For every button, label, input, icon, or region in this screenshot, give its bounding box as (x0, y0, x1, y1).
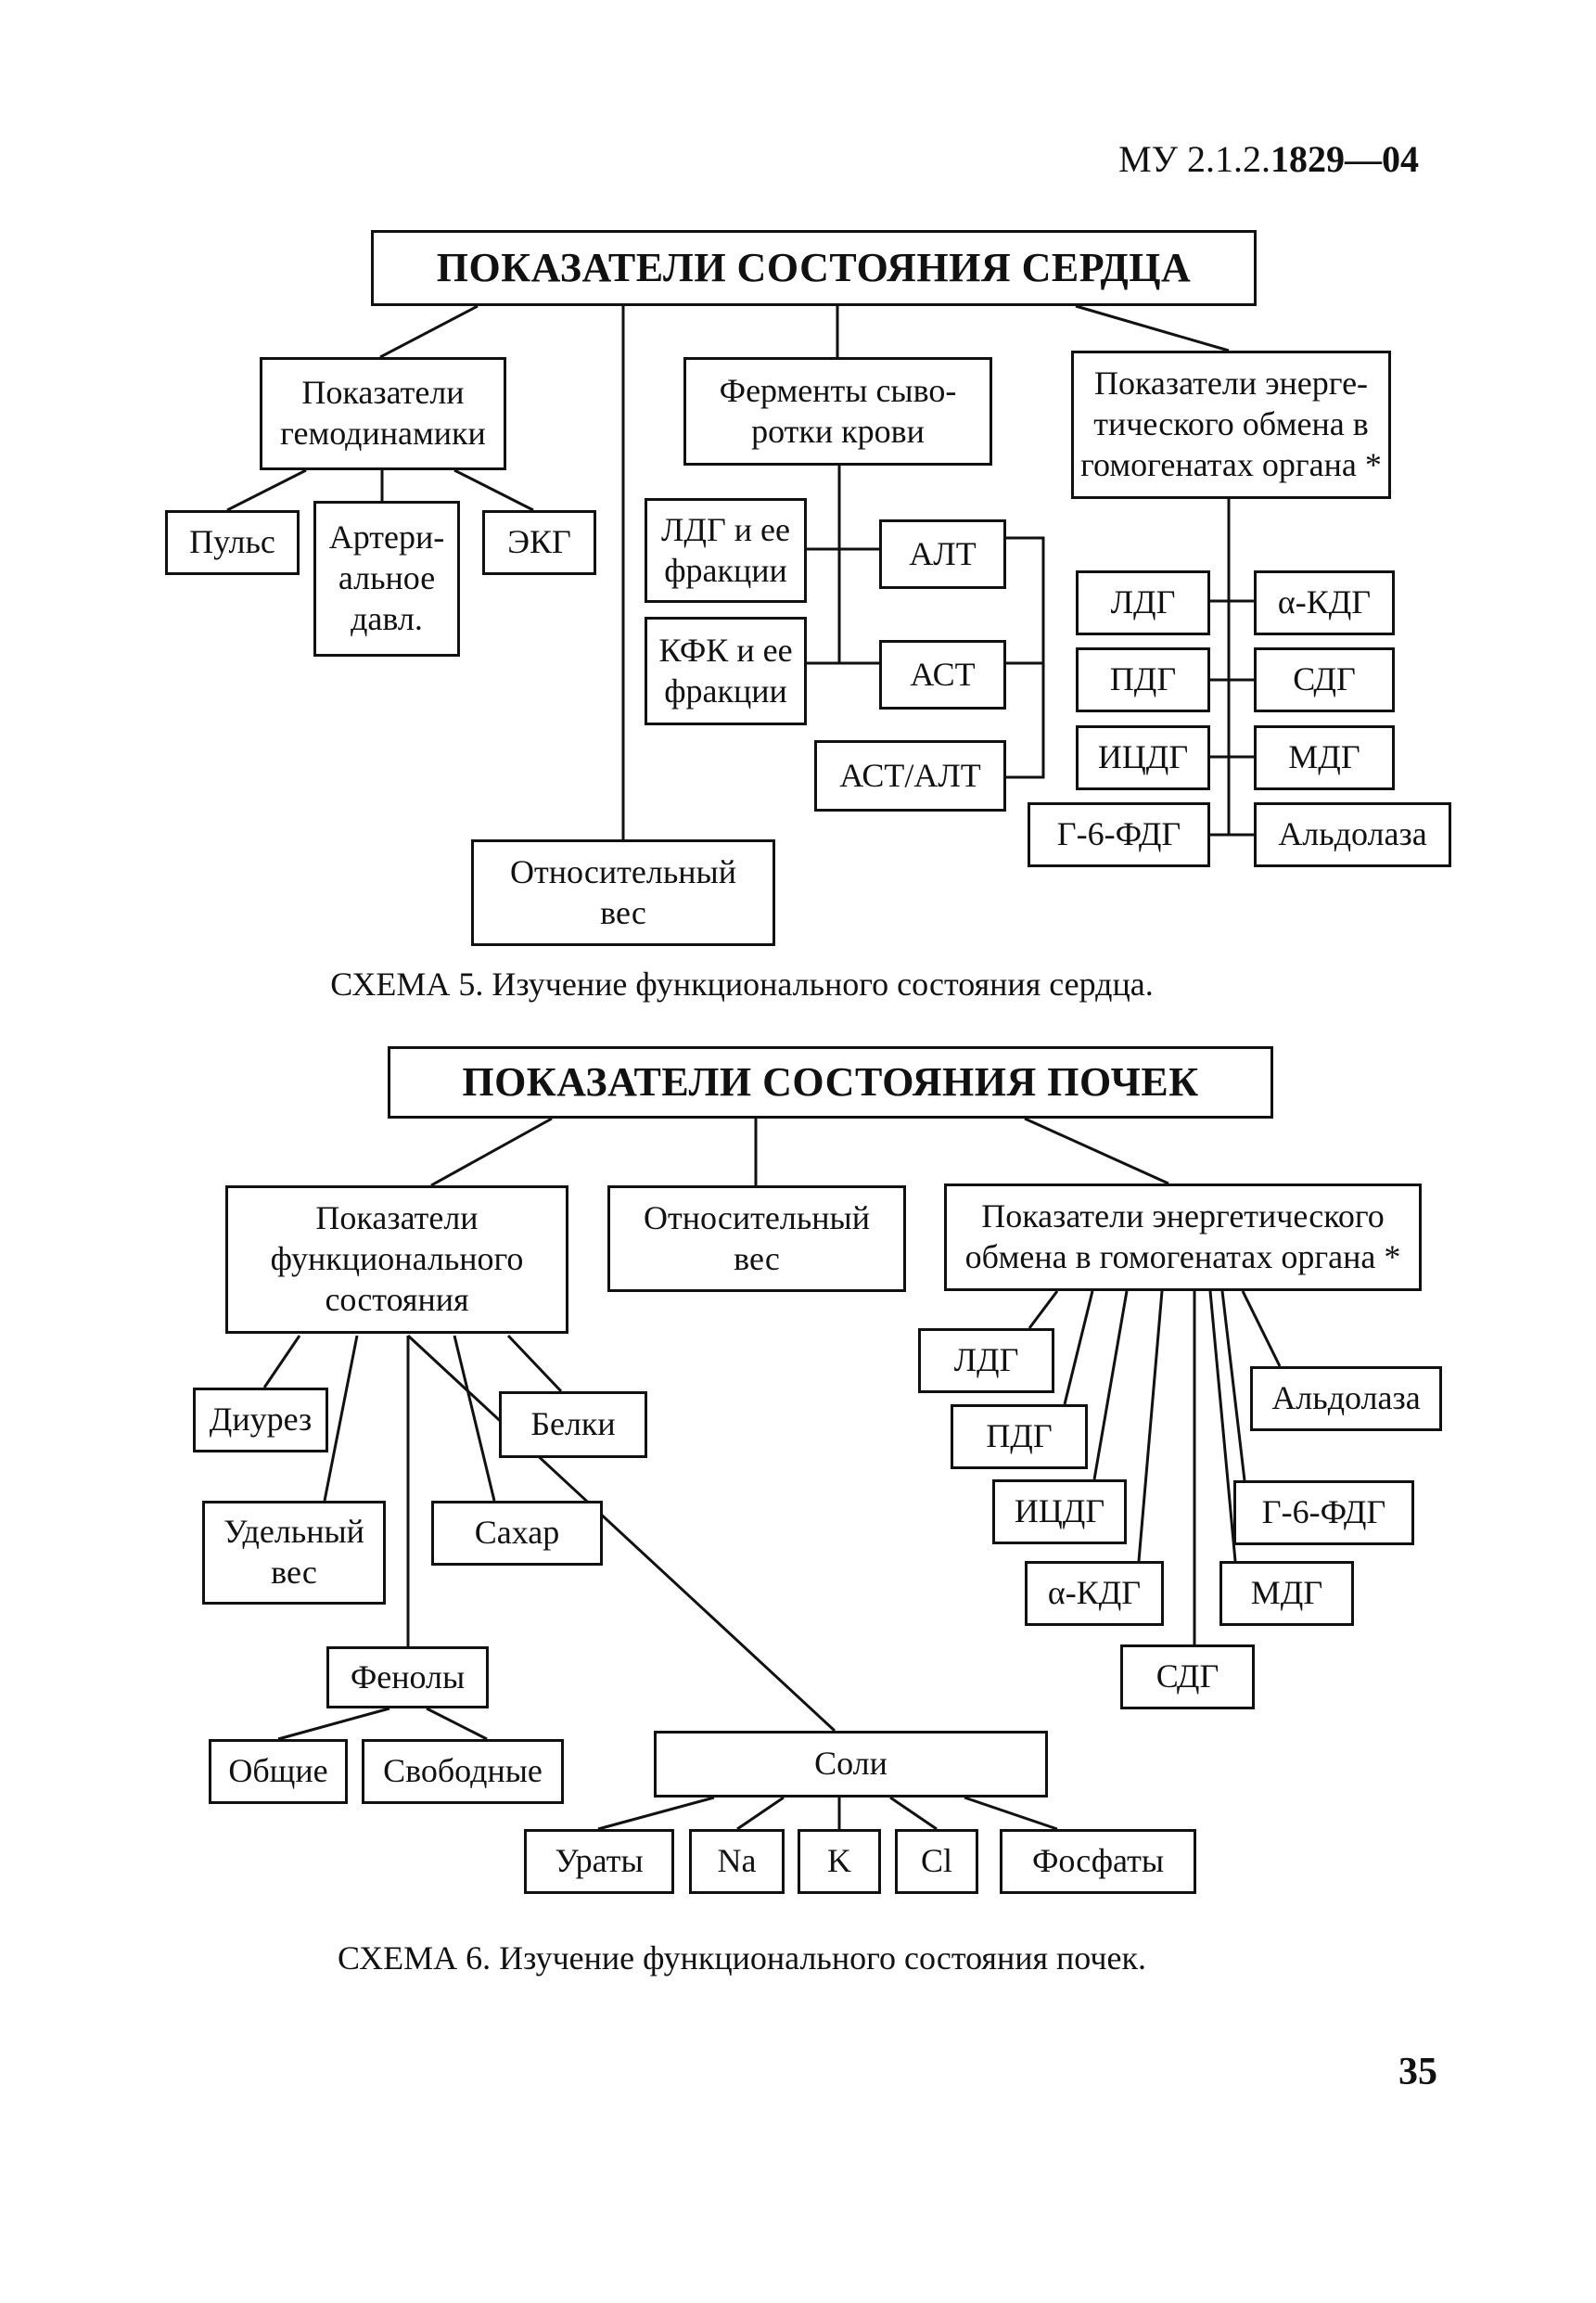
potassium-box: K (798, 1829, 881, 1894)
heart-relative-weight-box: Относительный вес (471, 839, 775, 946)
alt-box: АЛТ (879, 519, 1006, 589)
document-code-number: 1829—04 (1270, 138, 1419, 180)
ldh-fractions-box: ЛДГ и ее фракции (645, 498, 807, 603)
heart-g6pdh-box: Г-6-ФДГ (1028, 802, 1210, 867)
connector (406, 1334, 836, 1733)
kidney-energy-box: Показатели энергетического обмена в гомо… (944, 1183, 1422, 1291)
connector (1075, 304, 1230, 352)
connector (323, 1335, 359, 1502)
connector (506, 1334, 563, 1393)
heart-sdh-box: СДГ (1254, 647, 1395, 712)
connector (1063, 1290, 1094, 1405)
proteins-box: Белки (499, 1391, 647, 1458)
connector (1208, 1290, 1237, 1562)
connector (889, 1796, 938, 1831)
phenols-free-box: Свободные (362, 1739, 564, 1804)
connector (1220, 1290, 1246, 1481)
serum-enzymes-box: Ферменты сыво- ротки крови (683, 357, 992, 466)
diuresis-box: Диурез (193, 1388, 328, 1452)
connector (1092, 1290, 1129, 1480)
connector (964, 1796, 1058, 1831)
schema6-caption: СХЕМА 6. Изучение функционального состоя… (338, 1939, 1146, 1977)
kidney-icdh-box: ИЦДГ (992, 1479, 1127, 1544)
connector (1006, 536, 1045, 779)
heart-energy-box: Показатели энерге- тического обмена в го… (1071, 351, 1391, 499)
kidney-akdh-box: α-КДГ (1025, 1561, 1164, 1626)
sugar-box: Сахар (431, 1501, 603, 1566)
kidney-sdh-box: СДГ (1120, 1644, 1255, 1709)
document-code: МУ 2.1.2.1829—04 (1020, 137, 1419, 181)
urates-box: Ураты (524, 1829, 674, 1894)
ast-alt-box: АСТ/АЛТ (814, 740, 1006, 812)
chlorine-box: Cl (895, 1829, 978, 1894)
connector (1137, 1290, 1164, 1562)
connector (453, 468, 534, 512)
connector (277, 1707, 390, 1741)
heart-pdh-box: ПДГ (1076, 647, 1210, 712)
kidney-mdh-box: МДГ (1219, 1561, 1354, 1626)
schema5-caption: СХЕМА 5. Изучение функционального состоя… (330, 966, 1154, 1003)
heart-title-box: ПОКАЗАТЕЛИ СОСТОЯНИЯ СЕРДЦА (371, 230, 1257, 306)
heart-ldh-box: ЛДГ (1076, 570, 1210, 635)
functional-state-box: Показатели функционального состояния (225, 1185, 568, 1334)
kidney-pdh-box: ПДГ (951, 1404, 1088, 1469)
connector (430, 1117, 553, 1187)
connector (597, 1796, 715, 1831)
connector (1028, 1290, 1059, 1329)
page-number: 35 (1398, 2051, 1437, 2093)
blood-pressure-box: Артери- альное давл. (313, 501, 460, 657)
hemodynamics-box: Показатели гемодинамики (260, 357, 506, 470)
salts-box: Соли (654, 1731, 1048, 1798)
phenols-total-box: Общие (209, 1739, 348, 1804)
sodium-box: Na (689, 1829, 785, 1894)
heart-mdh-box: МДГ (1254, 725, 1395, 790)
connector (426, 1707, 488, 1741)
heart-aldolase-box: Альдолаза (1254, 802, 1451, 867)
connector (453, 1335, 496, 1502)
heart-akdh-box: α-КДГ (1254, 570, 1395, 635)
connector (1241, 1290, 1282, 1367)
kidney-title-box: ПОКАЗАТЕЛИ СОСТОЯНИЯ ПОЧЕК (388, 1046, 1273, 1119)
phenols-box: Фенолы (326, 1646, 489, 1708)
phosphates-box: Фосфаты (1000, 1829, 1196, 1894)
kidney-g6pdh-box: Г-6-ФДГ (1233, 1480, 1414, 1545)
cpk-fractions-box: КФК и ее фракции (645, 617, 807, 725)
connector (262, 1335, 301, 1388)
ast-box: АСТ (879, 640, 1006, 710)
connector (226, 468, 307, 512)
ecg-box: ЭКГ (482, 510, 596, 575)
document-code-prefix: МУ 2.1.2. (1118, 138, 1270, 180)
kidney-aldolase-box: Альдолаза (1250, 1366, 1442, 1431)
heart-icdh-box: ИЦДГ (1076, 725, 1210, 790)
specific-weight-box: Удельный вес (202, 1501, 386, 1605)
connector (1024, 1117, 1169, 1185)
connector (379, 304, 479, 359)
kidney-ldh-box: ЛДГ (918, 1328, 1054, 1393)
kidney-relative-weight-box: Относительный вес (607, 1185, 906, 1292)
pulse-box: Пульс (165, 510, 300, 575)
connector (736, 1796, 785, 1831)
